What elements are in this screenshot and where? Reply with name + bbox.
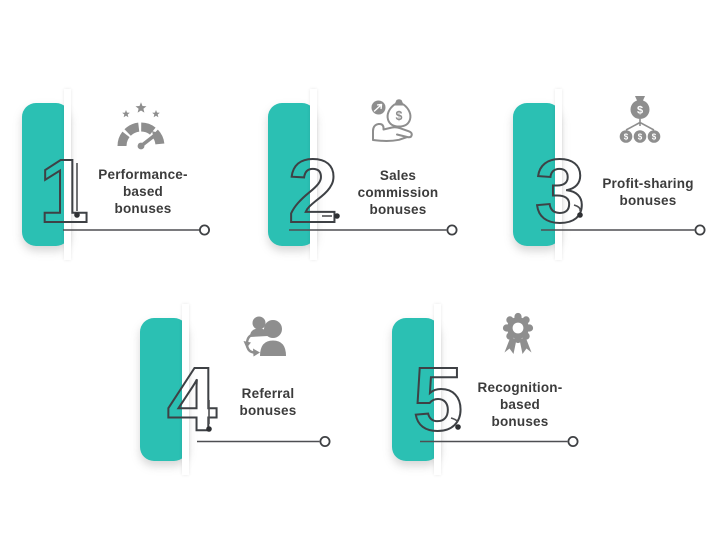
connector-line-5 bbox=[420, 417, 579, 447]
step-number: 2 bbox=[288, 142, 338, 242]
teal-pill bbox=[140, 318, 188, 461]
money-distribution-icon: $ $ $ $ bbox=[619, 96, 661, 143]
teal-pill bbox=[513, 103, 561, 246]
referral-people-icon bbox=[243, 316, 286, 357]
svg-text:$: $ bbox=[637, 105, 643, 117]
svg-text:$: $ bbox=[396, 109, 403, 123]
teal-pill bbox=[268, 103, 316, 246]
gauge-stars-icon bbox=[117, 102, 165, 150]
connector-end-circle bbox=[319, 435, 331, 447]
pill-divider bbox=[64, 89, 71, 260]
pill-divider bbox=[310, 89, 317, 260]
connector-line-4 bbox=[197, 400, 331, 447]
step-label: Sales commission bonuses bbox=[357, 168, 439, 217]
step-label: Recognition- based bonuses bbox=[477, 380, 563, 429]
connector-line-1 bbox=[63, 163, 210, 236]
connector-end-circle bbox=[694, 224, 706, 236]
pill-divider bbox=[434, 304, 441, 475]
connector-end-circle bbox=[567, 435, 579, 447]
teal-pill bbox=[22, 103, 70, 246]
svg-text:$: $ bbox=[652, 133, 657, 142]
step-label: Performance- based bonuses bbox=[98, 167, 188, 216]
step-label: Profit-sharing bonuses bbox=[602, 176, 694, 208]
svg-text:$: $ bbox=[638, 133, 643, 142]
connector-line-2 bbox=[289, 213, 458, 236]
step-number: 1 bbox=[39, 142, 89, 242]
award-medal-icon bbox=[502, 312, 534, 354]
step-number: 3 bbox=[535, 142, 585, 242]
step-label: Referral bonuses bbox=[239, 386, 297, 418]
connector-end-circle bbox=[446, 224, 458, 236]
pill-divider bbox=[555, 89, 562, 260]
pill-divider bbox=[182, 304, 189, 475]
hand-money-bag-icon: $ bbox=[371, 99, 413, 142]
svg-text:$: $ bbox=[624, 133, 629, 142]
connector-end-circle bbox=[198, 224, 210, 236]
step-number: 5 bbox=[413, 350, 463, 450]
teal-pill bbox=[392, 318, 440, 461]
connector-line-3 bbox=[541, 204, 706, 236]
